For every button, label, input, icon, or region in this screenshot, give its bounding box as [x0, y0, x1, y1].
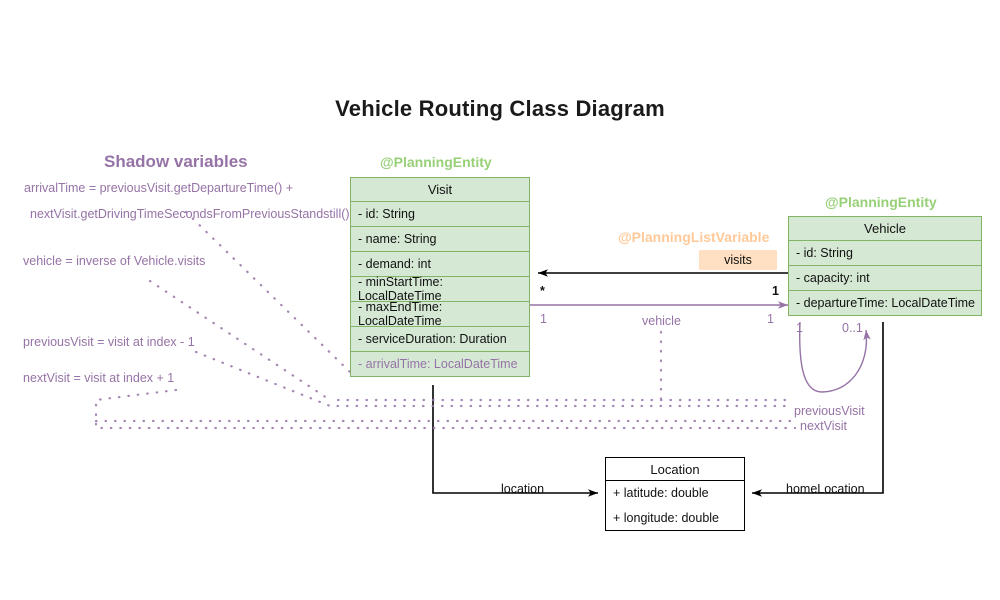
visit-attribute-id: - id: String: [350, 201, 530, 227]
home-location-relation-label: homeLocation: [786, 482, 865, 496]
visits-badge: visits: [699, 250, 777, 270]
visits-source-multiplicity: *: [540, 284, 545, 298]
visit-attribute-service-duration: - serviceDuration: Duration: [350, 326, 530, 352]
vehicle-class-name: Vehicle: [788, 216, 982, 241]
visit-attribute-name: - name: String: [350, 226, 530, 252]
relation-location-line: [432, 385, 598, 497]
previous-visit-relation-label: previousVisit: [794, 404, 865, 418]
shadow-variable-line-4: previousVisit = visit at index - 1: [23, 335, 195, 349]
class-box-visit[interactable]: Visit - id: String - name: String - dema…: [350, 177, 530, 377]
location-attribute-longitude: + longitude: double: [605, 505, 745, 531]
vehicle-source-multiplicity: 1: [540, 312, 547, 326]
location-attribute-latitude: + latitude: double: [605, 480, 745, 506]
shadow-variables-heading: Shadow variables: [104, 152, 248, 171]
vehicle-attribute-capacity: - capacity: int: [788, 265, 982, 291]
vehicle-stereotype: @PlanningEntity: [825, 194, 937, 210]
next-visit-relation-label: nextVisit: [800, 419, 848, 433]
vehicle-attribute-id: - id: String: [788, 240, 982, 266]
visit-stereotype: @PlanningEntity: [380, 154, 492, 170]
planning-list-variable-stereotype: @PlanningListVariable: [618, 229, 770, 245]
shadow-variable-line-3: vehicle = inverse of Vehicle.visits: [23, 254, 206, 268]
visit-attribute-demand: - demand: int: [350, 251, 530, 277]
vehicle-attribute-departure-time: - departureTime: LocalDateTime: [788, 290, 982, 316]
vehicle-target-multiplicity: 1: [767, 312, 774, 326]
shadow-variable-line-1: arrivalTime = previousVisit.getDeparture…: [24, 181, 294, 195]
visit-attribute-min-start-time: - minStartTime: LocalDateTime: [350, 275, 530, 303]
vehicle-relation-label: vehicle: [642, 314, 681, 328]
class-box-location[interactable]: Location + latitude: double + longitude:…: [605, 457, 745, 531]
location-class-name: Location: [605, 457, 745, 481]
class-box-vehicle[interactable]: Vehicle - id: String - capacity: int - d…: [788, 216, 982, 316]
visit-attribute-arrival-time: - arrivalTime: LocalDateTime: [350, 351, 530, 377]
shadow-variable-line-2: nextVisit.getDrivingTimeSecondsFromPrevi…: [30, 207, 350, 221]
shadow-variable-line-5: nextVisit = visit at index + 1: [23, 371, 175, 385]
previous-visit-source-multiplicity: 1: [796, 321, 803, 335]
location-relation-label: location: [501, 482, 545, 496]
previous-visit-target-multiplicity: 0..1: [842, 321, 863, 335]
visit-class-name: Visit: [350, 177, 530, 202]
visit-attribute-max-end-time: - maxEndTime: LocalDateTime: [350, 300, 530, 328]
visits-target-multiplicity: 1: [772, 284, 779, 298]
page-title: Vehicle Routing Class Diagram: [335, 96, 665, 121]
